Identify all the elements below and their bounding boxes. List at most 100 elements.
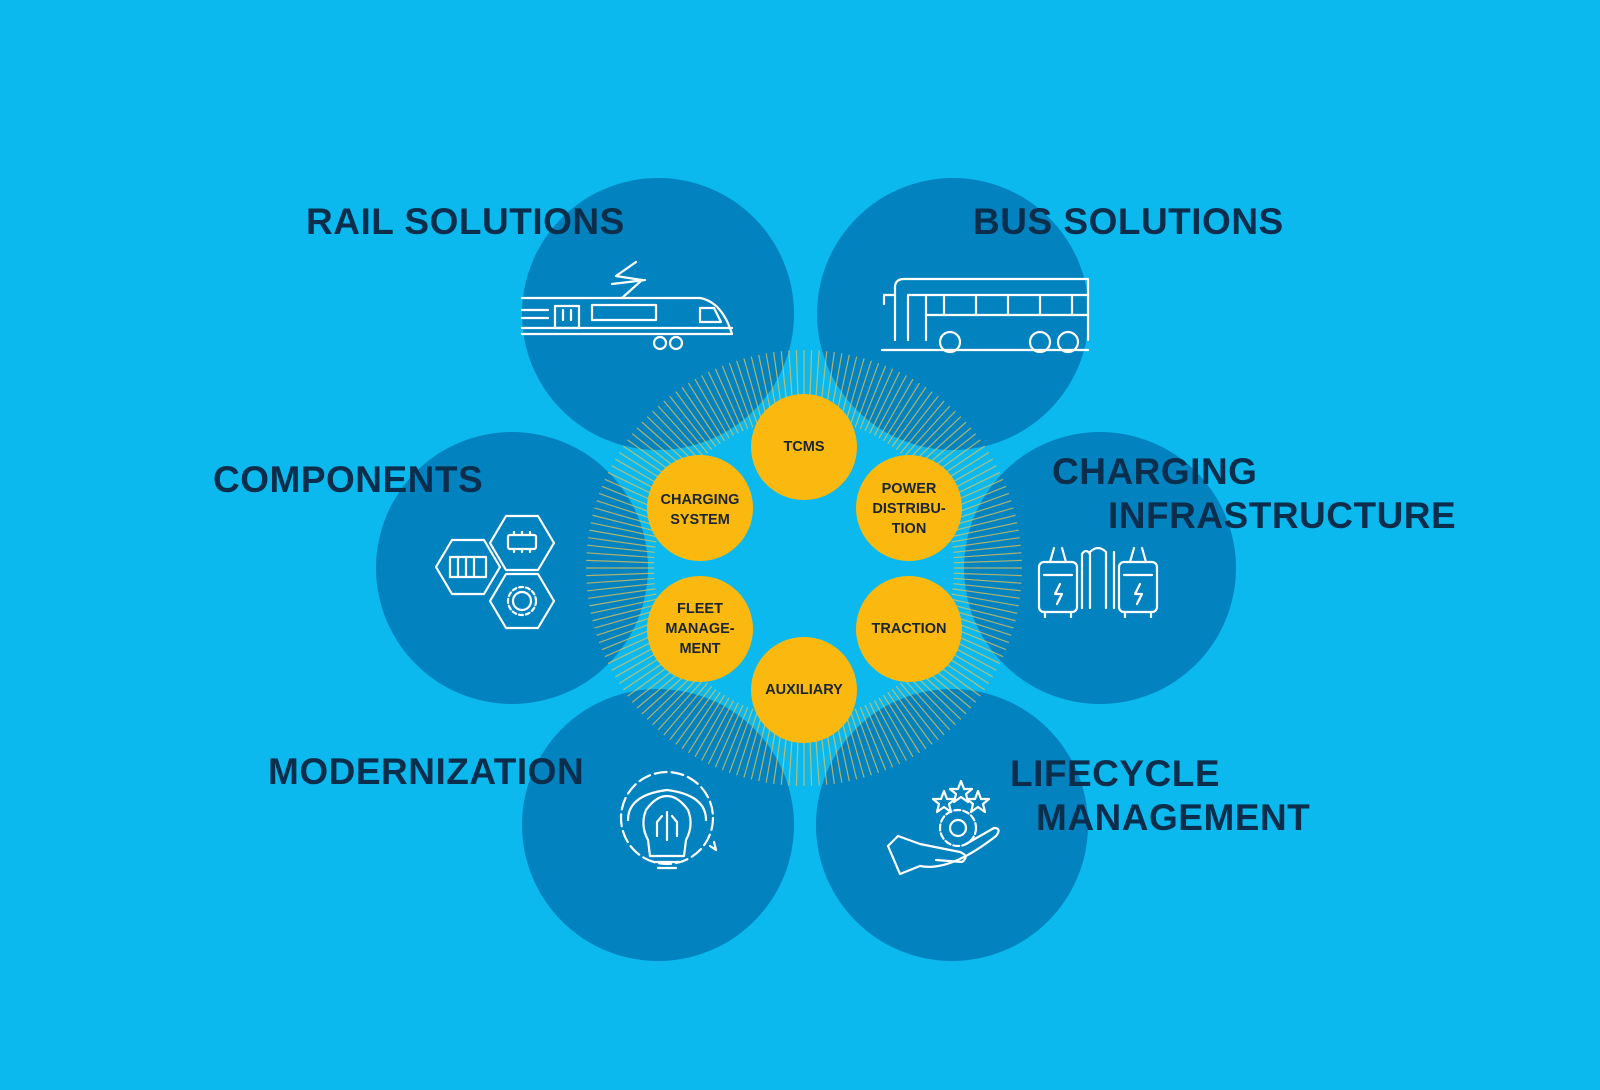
modernization-title: MODERNIZATION: [268, 751, 585, 792]
sunburst-ray: [951, 593, 1019, 607]
sunburst-ray: [864, 704, 894, 768]
charging-title-line2: INFRASTRUCTURE: [1108, 495, 1457, 536]
sunburst-ray: [594, 608, 660, 629]
sunburst-ray: [681, 386, 721, 444]
sunburst-ray: [590, 522, 658, 538]
sunburst-ray: [844, 358, 865, 424]
sunburst-ray: [899, 400, 945, 454]
sunburst-ray: [869, 371, 901, 434]
sunburst-ray: [588, 588, 656, 599]
sunburst-ray: [911, 416, 962, 465]
lifecycle-title-line1: LIFECYCLE: [1010, 753, 1221, 794]
sunburst-ray: [953, 544, 1021, 553]
sunburst-ray: [895, 395, 939, 451]
components-label: COMPONENTS: [213, 458, 483, 502]
sunburst-ray: [887, 692, 927, 750]
sunburst-ray: [953, 583, 1021, 592]
sunburst-ray: [953, 559, 1022, 564]
sunburst-ray: [701, 375, 735, 436]
sunburst-ray: [903, 405, 951, 457]
sunburst-ray: [652, 410, 701, 461]
sunburst-ray: [669, 685, 713, 741]
sunburst-ray: [953, 577, 1022, 584]
charging-infrastructure-label: CHARGING INFRASTRUCTURE: [1052, 450, 1456, 538]
sunburst-ray: [907, 675, 956, 726]
sunburst-ray: [594, 507, 660, 528]
lifecycle-management-label: LIFECYCLE MANAGEMENT: [1010, 752, 1310, 840]
power-text-line2: DISTRIBU-: [872, 501, 946, 517]
hand-gear-stars-icon: [886, 779, 1000, 876]
sunburst-ray: [952, 537, 1020, 548]
charging-system-circle: [647, 455, 753, 561]
sunburst-ray: [844, 712, 865, 778]
sunburst-ray: [701, 700, 735, 761]
sunburst-ray: [721, 706, 749, 771]
sunburst-ray: [949, 603, 1016, 622]
charging-title-line1: CHARGING: [1052, 451, 1258, 492]
charging-infrastructure-circle: [964, 432, 1236, 704]
charging-system-text-line2: SYSTEM: [670, 512, 730, 528]
fleet-text-line1: FLEET: [677, 601, 723, 617]
sunburst-ray: [953, 552, 1022, 559]
sunburst-ray: [854, 362, 880, 428]
tcms-text: TCMS: [783, 439, 825, 455]
rail-solutions-label: RAIL SOLUTIONS: [306, 200, 625, 244]
sunburst-ray: [907, 410, 956, 461]
sunburst-ray: [657, 679, 705, 731]
sunburst-ray: [859, 365, 887, 430]
sunburst-ray: [586, 572, 655, 577]
power-text-line3: TION: [891, 521, 927, 537]
charging-bus-icon: [1037, 546, 1159, 619]
sunburst-ray: [950, 522, 1018, 538]
sunburst-ray: [864, 368, 894, 432]
auxiliary-label: AUXILIARY: [749, 680, 859, 700]
sunburst-ray: [590, 598, 658, 614]
sunburst-ray: [588, 537, 656, 548]
components-circle: [376, 432, 648, 704]
sunburst-ray: [586, 552, 655, 559]
sunburst-ray: [854, 708, 880, 774]
sunburst-ray: [952, 588, 1020, 599]
charging-system-text-line1: CHARGING: [660, 492, 740, 508]
sunburst-ray: [899, 682, 945, 736]
sunburst-ray: [707, 371, 739, 434]
sunburst-ray: [652, 675, 701, 726]
sunburst-ray: [849, 360, 872, 426]
tcms-label: TCMS: [749, 437, 859, 457]
sunburst-ray: [687, 382, 726, 442]
sunburst-ray: [743, 712, 764, 778]
sunburst-ray: [663, 400, 709, 454]
sunburst-ray: [873, 700, 907, 761]
sunburst-ray: [882, 694, 921, 754]
sunburst-ray: [657, 405, 705, 457]
rail-solutions-title: RAIL SOLUTIONS: [306, 201, 625, 242]
sunburst-ray: [592, 603, 659, 622]
sunburst-ray: [891, 688, 933, 745]
sunburst-ray: [663, 682, 709, 736]
auxiliary-text: AUXILIARY: [765, 682, 843, 698]
sunburst-ray: [587, 583, 655, 592]
sunburst-ray: [878, 378, 914, 439]
fleet-text-line3: MENT: [679, 641, 721, 657]
sunburst-ray: [743, 358, 764, 424]
rail-solutions-circle: [522, 178, 794, 450]
sunburst-ray: [736, 360, 759, 426]
sunburst-ray: [721, 365, 749, 430]
sunburst-ray: [681, 692, 721, 750]
traction-label: TRACTION: [854, 619, 964, 639]
lightbulb-gear-icon: [619, 770, 718, 870]
sunburst-ray: [592, 514, 659, 533]
sunburst-ray: [949, 514, 1016, 533]
sunburst-ray: [589, 593, 657, 607]
fleet-management-label: FLEET MANAGE- MENT: [645, 599, 755, 659]
sunburst-ray: [736, 710, 759, 776]
hexagon-components-icon: [434, 514, 556, 630]
bus-solutions-title: BUS SOLUTIONS: [973, 201, 1284, 242]
sunburst-ray: [953, 572, 1022, 577]
sunburst-ray: [891, 391, 933, 448]
sunburst-ray: [728, 708, 754, 774]
tcms-circle: [751, 394, 857, 500]
auxiliary-circle: [751, 637, 857, 743]
sunburst-ray: [895, 685, 939, 741]
sunburst-ray: [707, 702, 739, 765]
